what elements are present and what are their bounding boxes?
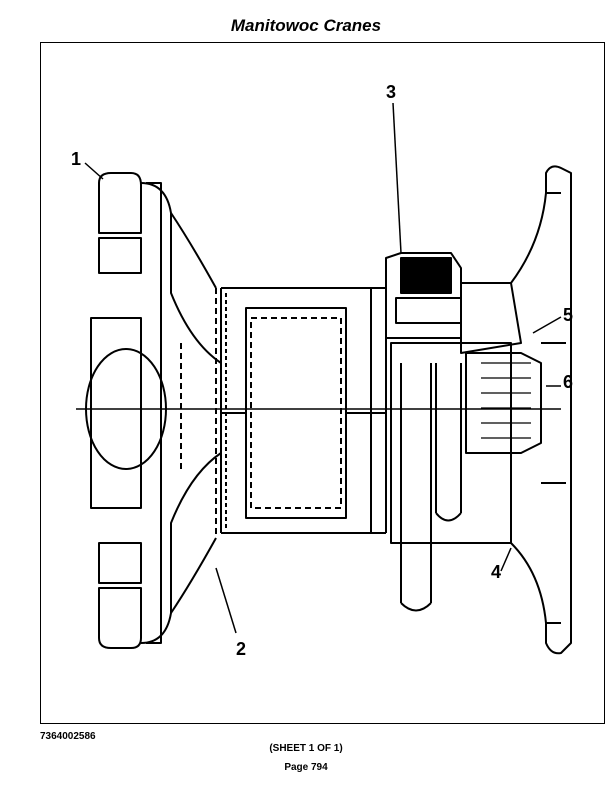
sheet-indicator: (SHEET 1 OF 1) <box>269 743 343 754</box>
leader-1 <box>84 162 104 180</box>
document-number: 7364002586 <box>40 731 96 742</box>
leader-3 <box>392 102 402 254</box>
leader-4 <box>500 547 512 572</box>
leader-5 <box>532 316 562 334</box>
callout-1: 1 <box>71 149 81 169</box>
callout-6: 6 <box>563 372 573 392</box>
page-title: Manitowoc Cranes <box>230 16 382 35</box>
drawing-frame: 1 2 3 4 5 6 <box>40 42 605 724</box>
right-hub-shape <box>385 165 572 655</box>
callout-2: 2 <box>236 639 246 659</box>
left-hub-shape <box>85 172 222 649</box>
exploded-parts-drawing: 1 2 3 4 5 6 <box>71 82 573 659</box>
leader-2 <box>215 567 237 634</box>
callout-5: 5 <box>563 305 573 325</box>
callout-4: 4 <box>491 562 501 582</box>
callout-3: 3 <box>386 82 396 102</box>
page-number: Page 794 <box>284 762 328 773</box>
drum-body-shape <box>220 287 387 534</box>
